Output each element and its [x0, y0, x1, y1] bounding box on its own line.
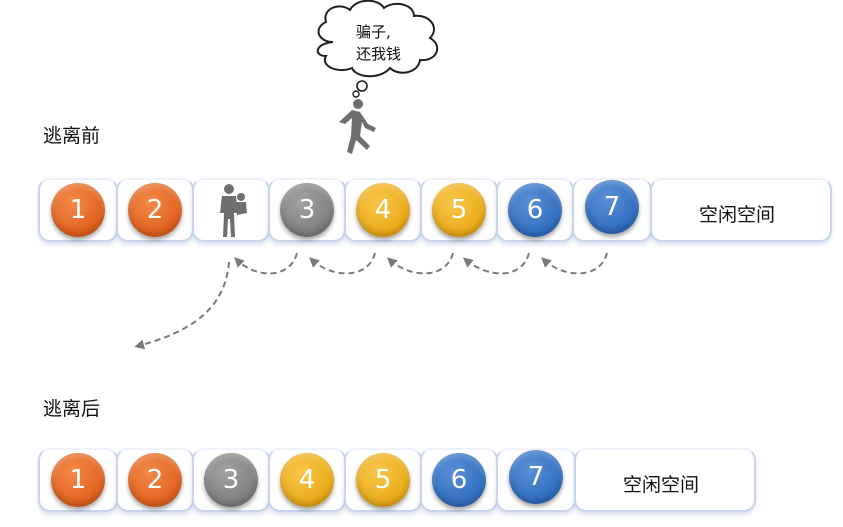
before-ball-5: 5	[432, 183, 486, 237]
before-free-space: 空闲空间	[650, 178, 832, 242]
after-ball-6: 6	[432, 453, 486, 507]
after-slot-3: 3	[192, 448, 270, 512]
woman-with-child-icon	[220, 184, 247, 237]
after-slot-2: 2	[116, 448, 194, 512]
after-slot-6: 6	[420, 448, 498, 512]
shift-arrow-6	[462, 252, 530, 275]
thought-line-1: 骗子,	[356, 23, 391, 41]
before-ball-4: 4	[356, 183, 410, 237]
after-slot-4: 4	[268, 448, 346, 512]
before-slot-8: 7	[572, 178, 652, 242]
escape-arrow	[134, 261, 230, 350]
thought-line-2: 还我钱	[356, 45, 402, 63]
before-slot-1: 1	[38, 178, 118, 242]
shift-arrow-3	[234, 252, 298, 275]
before-slot-5: 4	[344, 178, 422, 242]
before-ball-6: 6	[508, 183, 562, 237]
before-slot-6: 5	[420, 178, 498, 242]
after-slot-7: 7	[496, 448, 576, 512]
shift-arrow-7	[541, 252, 608, 275]
after-ball-7: 7	[509, 450, 563, 504]
thought-cloud-icon	[316, 0, 439, 98]
thought-bubble-text: 骗子, 还我钱	[356, 21, 401, 65]
shift-arrow-5	[387, 252, 454, 275]
before-slot-7: 6	[496, 178, 574, 242]
after-slot-5: 5	[344, 448, 422, 512]
after-ball-3: 3	[204, 453, 258, 507]
before-slot-4: 3	[268, 178, 346, 242]
after-ball-5: 5	[356, 453, 410, 507]
after-free-space: 空闲空间	[574, 448, 756, 512]
before-ball-2: 2	[128, 183, 182, 237]
before-ball-1: 1	[51, 183, 105, 237]
after-title: 逃离后	[43, 398, 101, 420]
after-free-space-label: 空闲空间	[623, 474, 700, 496]
after-ball-1: 1	[51, 453, 105, 507]
running-man-icon	[339, 99, 376, 154]
before-title: 逃离前	[43, 125, 101, 147]
after-ball-2: 2	[128, 453, 182, 507]
before-ball-3: 3	[280, 183, 334, 237]
before-ball-7: 7	[585, 180, 639, 234]
shift-arrow-4	[309, 252, 376, 275]
before-free-space-label: 空闲空间	[699, 204, 776, 226]
after-slot-1: 1	[38, 448, 118, 512]
after-ball-4: 4	[280, 453, 334, 507]
